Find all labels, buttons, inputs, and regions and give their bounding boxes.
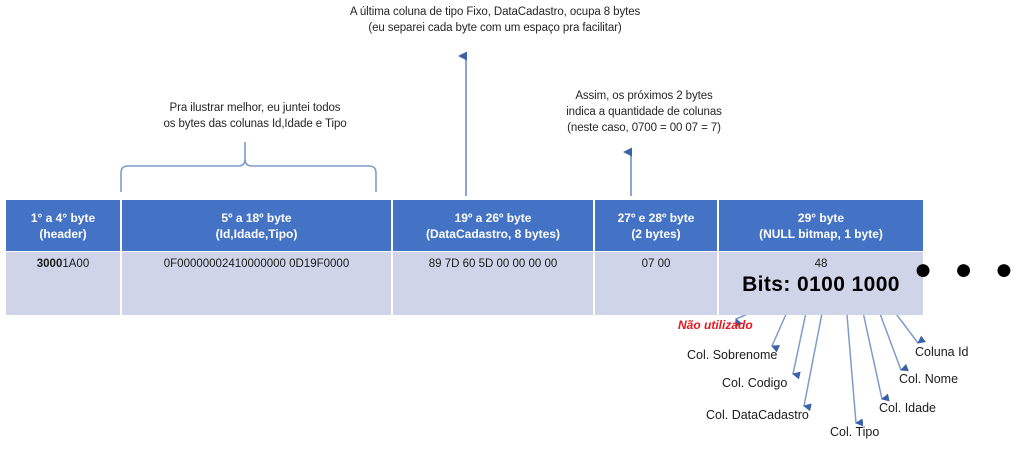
cell-datacadastro: 89 7D 60 5D 00 00 00 00 (393, 252, 593, 315)
legend-label-coluna-id: Coluna Id (915, 345, 969, 359)
table-header-row: 1° a 4° byte (header) 5º a 18º byte (Id,… (6, 200, 923, 251)
header-line-2: (Id,Idade,Tipo) (215, 226, 298, 241)
header-line-1: 27º e 28º byte (617, 210, 695, 225)
header-line-1: 29° byte (797, 210, 845, 225)
cell-header-bytes: 30001A00 (6, 252, 120, 315)
table-row: 30001A00 0F00000002410000000 0D19F0000 8… (6, 252, 923, 315)
legend-label-col-datacadastro: Col. DataCadastro (706, 408, 809, 422)
header-line-1: 5º a 18º byte (221, 210, 292, 225)
column-header-id-idade-tipo: 5º a 18º byte (Id,Idade,Tipo) (122, 200, 391, 251)
header-line-2: (DataCadastro, 8 bytes) (425, 226, 561, 241)
header-line-1: 1° a 4° byte (30, 210, 96, 225)
annotation-joined-bytes: Pra ilustrar melhor, eu juntei todos os … (163, 102, 347, 130)
header-line-2: (2 bytes) (631, 226, 681, 241)
byte-layout-table: 1° a 4° byte (header) 5º a 18º byte (Id,… (4, 199, 925, 316)
column-header-two-bytes: 27º e 28º byte (2 bytes) (595, 200, 717, 251)
legend-label-nao-utilizado: Não utilizado (678, 318, 753, 332)
annotation-column-count: Assim, os próximos 2 bytes indica a quan… (566, 90, 722, 134)
header-line-2: (header) (39, 226, 87, 241)
header-line-2: (NULL bitmap, 1 byte) (759, 226, 883, 241)
header-bytes-rest: 1A00 (62, 258, 90, 270)
continuation-ellipsis-icon: ● ● ● (914, 253, 1021, 286)
legend-label-col-idade: Col. Idade (879, 401, 936, 415)
cell-id-idade-tipo: 0F00000002410000000 0D19F0000 (122, 252, 391, 315)
legend-label-col-sobrenome: Col. Sobrenome (687, 348, 778, 362)
column-header-header-bytes: 1° a 4° byte (header) (6, 200, 120, 251)
header-bytes-bold: 3000 (36, 258, 63, 270)
null-bitmap-hex: 48 (814, 258, 828, 270)
annotation-datacadastro: A última coluna de tipo Fixo, DataCadast… (349, 6, 641, 34)
cell-two-bytes: 07 00 (595, 252, 717, 315)
brace-joined-bytes-icon (120, 142, 377, 192)
legend-label-col-codigo: Col. Codigo (722, 376, 788, 390)
legend-label-col-nome: Col. Nome (899, 372, 959, 386)
header-line-1: 19º a 26º byte (454, 210, 532, 225)
column-header-null-bitmap: 29° byte (NULL bitmap, 1 byte) (719, 200, 923, 251)
null-bitmap-bits: Bits: 0100 1000 (742, 273, 900, 296)
legend-label-col-tipo: Col. Tipo (830, 425, 880, 439)
column-header-datacadastro: 19º a 26º byte (DataCadastro, 8 bytes) (393, 200, 593, 251)
